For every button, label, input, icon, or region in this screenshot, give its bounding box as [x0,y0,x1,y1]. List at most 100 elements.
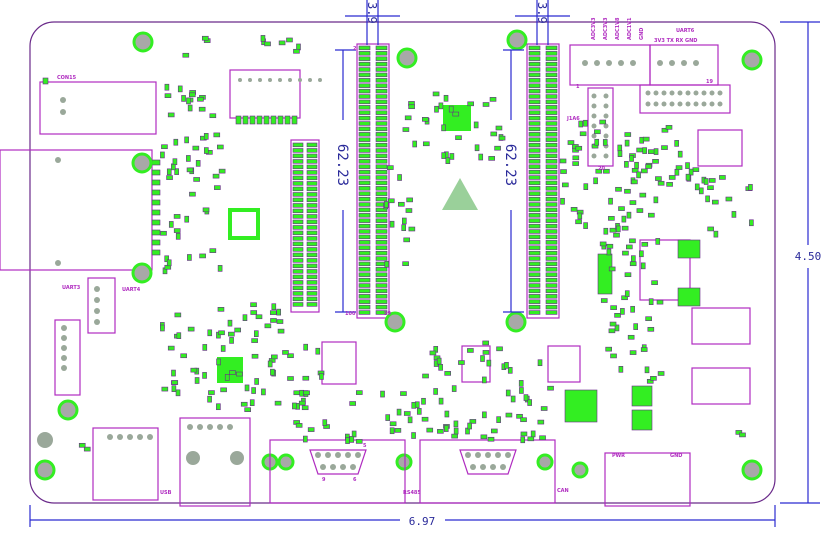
pad [705,195,710,203]
through-hole [61,365,67,371]
pad [166,259,172,267]
pad [151,159,161,166]
jtag-header [639,84,731,114]
pad [306,170,318,175]
pad [171,369,176,377]
pad [306,274,318,280]
pad [694,183,700,191]
pad [160,324,165,332]
pad [358,142,371,148]
pad [629,155,634,162]
pad [577,212,583,220]
pad [292,247,304,252]
pad [358,61,371,67]
pad [303,435,308,443]
pad [528,218,541,223]
pad [452,111,460,117]
pad [236,371,243,377]
pad [249,399,255,406]
pad [578,120,584,128]
pad [295,423,303,428]
mounting-hole [395,453,413,471]
pad [160,151,165,159]
mcu-chip [443,105,471,131]
mounting-hole [505,311,527,333]
through-hole [591,93,597,99]
pad [545,99,558,105]
pad [292,291,304,296]
pad [478,153,484,161]
pad [494,145,501,151]
pad [358,186,371,191]
pad [306,285,318,291]
pad [528,72,541,78]
pad [355,439,363,444]
pad [251,387,256,394]
pad [621,225,629,231]
pad [636,171,641,179]
pad [735,430,743,435]
through-hole [657,60,663,66]
pad [306,296,318,302]
pad [375,267,388,272]
pad [480,434,488,440]
pad [375,234,388,240]
pad [626,244,633,250]
pad [528,132,541,137]
pad [674,140,679,147]
through-hole [55,157,61,163]
components-layer [0,29,763,507]
pad [375,180,388,186]
pad [467,101,474,107]
pad [595,168,603,174]
pad [545,121,558,126]
pad [201,35,209,41]
pad [351,430,357,438]
pad [402,127,410,132]
pad [264,323,272,329]
pad [260,35,266,42]
pad [173,214,181,219]
pad [408,226,416,232]
pad [358,288,371,294]
pad [545,207,558,213]
pad [545,51,558,56]
pad [292,274,304,280]
through-hole [693,90,699,96]
pad [528,83,541,88]
pad [528,169,541,175]
pad [677,150,683,158]
pad [444,410,450,418]
pad [358,78,371,83]
ethernet-jack [179,417,251,507]
pad [482,340,489,346]
through-hole [187,424,193,430]
pad [441,124,446,132]
pad [603,227,609,235]
pad [255,314,263,320]
pad [401,224,407,232]
pad [624,272,632,278]
pad [375,288,388,294]
pad [276,319,284,324]
pad [636,208,644,213]
pad [528,88,541,94]
pad [292,252,304,258]
pad [358,272,371,277]
pad [528,61,541,67]
pad [278,40,286,46]
pad [250,310,258,315]
chip [321,341,357,385]
pad [404,115,412,121]
pad [469,419,477,424]
pad [545,218,558,223]
pad [83,446,91,452]
pad [618,365,624,373]
pad [292,241,304,247]
pad [545,153,558,159]
pad [383,201,389,208]
pad [167,112,175,118]
pad [263,115,270,125]
pad [151,179,161,186]
pad [642,147,647,154]
